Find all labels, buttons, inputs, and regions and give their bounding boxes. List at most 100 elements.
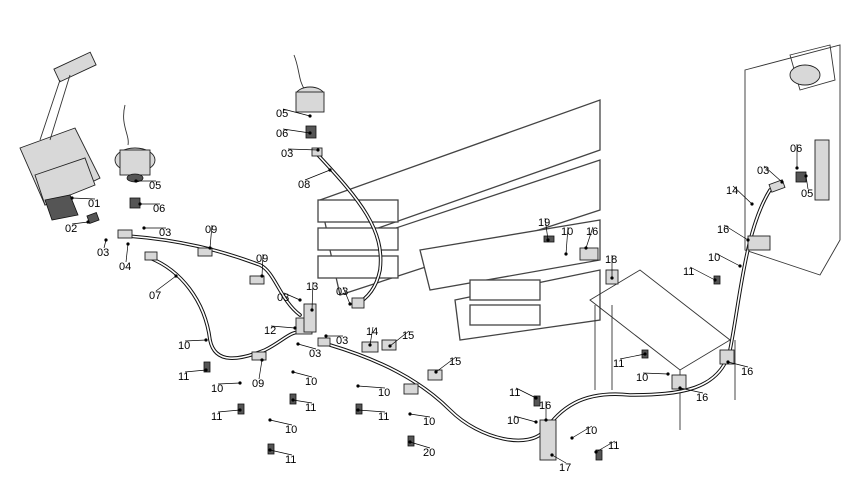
callout-dot-c02 <box>86 220 90 224</box>
callout-number-c05c: 05 <box>801 188 813 200</box>
callout-number-c03d: 03 <box>277 292 289 304</box>
control-valve-middle <box>293 54 325 113</box>
callout-number-c17: 17 <box>559 462 571 474</box>
callout-number-c15b: 15 <box>449 356 461 368</box>
callout-leader-c13 <box>311 281 314 311</box>
callout-leader-c03d <box>283 292 301 301</box>
callout-number-c13: 13 <box>306 281 318 293</box>
callout-leader-c03g <box>297 343 317 350</box>
callout-dot-c16a <box>584 246 588 250</box>
callout-number-c07: 07 <box>149 290 161 302</box>
callout-leader-c09b <box>261 253 264 277</box>
callout-leader-c10c <box>292 371 313 378</box>
callout-leader-c11d <box>269 449 293 456</box>
callout-dot-c11a <box>204 368 208 372</box>
callout-dot-c19 <box>546 238 550 242</box>
callout-leader-c08 <box>304 169 331 181</box>
callout-dot-c10b <box>238 381 242 385</box>
callout-leader-c16e <box>723 224 749 241</box>
callout-number-c10j: 10 <box>636 372 648 384</box>
callout-dot-c10h <box>534 420 538 424</box>
callout-leader-c03h <box>763 165 783 183</box>
callout-leader-c12 <box>270 325 296 329</box>
callout-leader-c06b <box>282 128 311 134</box>
hose-lines <box>126 153 772 443</box>
callout-leader-c03c <box>287 148 319 151</box>
callout-number-c03c: 03 <box>281 148 293 160</box>
callout-leader-c10i <box>571 425 593 439</box>
callout-dot-c08 <box>328 168 332 172</box>
callout-dot-c07 <box>174 274 178 278</box>
callout-leader-c14a <box>369 326 374 346</box>
callout-number-c06b: 06 <box>276 128 288 140</box>
callout-number-c03a: 03 <box>97 247 109 259</box>
callout-number-c16c: 16 <box>741 366 753 378</box>
callout-number-c11i: 11 <box>683 266 694 278</box>
callout-number-c16d: 16 <box>696 392 708 404</box>
callout-leader-c11a <box>184 369 207 373</box>
callout-number-c08: 08 <box>298 179 310 191</box>
callout-leader-c16c <box>727 361 749 368</box>
callout-dot-c16e <box>746 238 750 242</box>
callout-number-c16b: 16 <box>539 400 551 412</box>
callout-dot-c11b <box>238 408 242 412</box>
callout-leader-c05b <box>282 108 311 117</box>
callout-number-c05a: 05 <box>149 180 161 192</box>
callout-number-c19: 19 <box>538 217 550 229</box>
callout-number-c03e: 03 <box>336 286 348 298</box>
callout-number-c11g: 11 <box>608 440 619 452</box>
callout-leader-c10f <box>409 413 431 418</box>
callout-leader-c11e <box>357 409 386 413</box>
callout-dot-c03h <box>780 180 784 184</box>
callout-dot-c10i <box>570 436 574 440</box>
callout-dot-c06c <box>795 166 799 170</box>
callout-number-c18: 18 <box>605 254 617 266</box>
callout-leader-c10a <box>184 339 207 342</box>
callout-leader-c11b <box>217 409 241 413</box>
callout-number-c20: 20 <box>423 447 435 459</box>
callout-leader-c10e <box>357 385 386 389</box>
callout-number-c03h: 03 <box>757 165 769 177</box>
callout-dot-c10d <box>268 418 272 422</box>
callout-leader-c04 <box>125 243 129 263</box>
callout-dot-c11i <box>713 278 717 282</box>
callout-number-c09a: 09 <box>205 224 217 236</box>
callout-number-c10e: 10 <box>378 387 390 399</box>
callout-leader-c11c <box>292 399 313 404</box>
callout-dot-c04 <box>126 242 130 246</box>
callout-leader-c16d <box>679 387 704 394</box>
callout-leader-c15b <box>435 356 457 373</box>
callout-dot-c11f <box>534 396 538 400</box>
callout-number-c10k: 10 <box>708 252 720 264</box>
callout-dot-c06b <box>308 131 312 135</box>
callout-dot-c12 <box>293 326 297 330</box>
callout-number-c01: 01 <box>88 198 100 210</box>
callout-dot-c16c <box>726 360 730 364</box>
callout-dot-c14a <box>368 343 372 347</box>
callout-dot-c05a <box>134 179 138 183</box>
callout-dot-c05c <box>804 174 808 178</box>
callout-leader-c10h <box>513 415 537 423</box>
callout-leader-c20 <box>409 441 431 449</box>
callout-number-c05b: 05 <box>276 108 288 120</box>
callout-dot-c03f <box>324 334 328 338</box>
callout-number-c11e: 11 <box>378 411 389 423</box>
callout-number-c11c: 11 <box>305 402 316 414</box>
callout-dot-c10e <box>356 384 360 388</box>
callout-number-c11f: 11 <box>509 387 520 399</box>
brackets <box>197 235 771 461</box>
callout-dot-c01 <box>70 196 74 200</box>
callout-dot-c11c <box>291 398 295 402</box>
callout-dot-c10f <box>408 412 412 416</box>
callout-dot-c11g <box>594 450 598 454</box>
callout-leader-c11h <box>619 353 646 360</box>
callout-dot-c20 <box>408 440 412 444</box>
callout-leader-c07 <box>155 275 177 292</box>
callout-dot-c03d <box>298 298 302 302</box>
callout-dot-c17 <box>550 453 554 457</box>
callout-number-c03f: 03 <box>336 335 348 347</box>
callout-number-c09b: 09 <box>256 253 268 265</box>
callout-leader-c14b <box>732 185 753 205</box>
